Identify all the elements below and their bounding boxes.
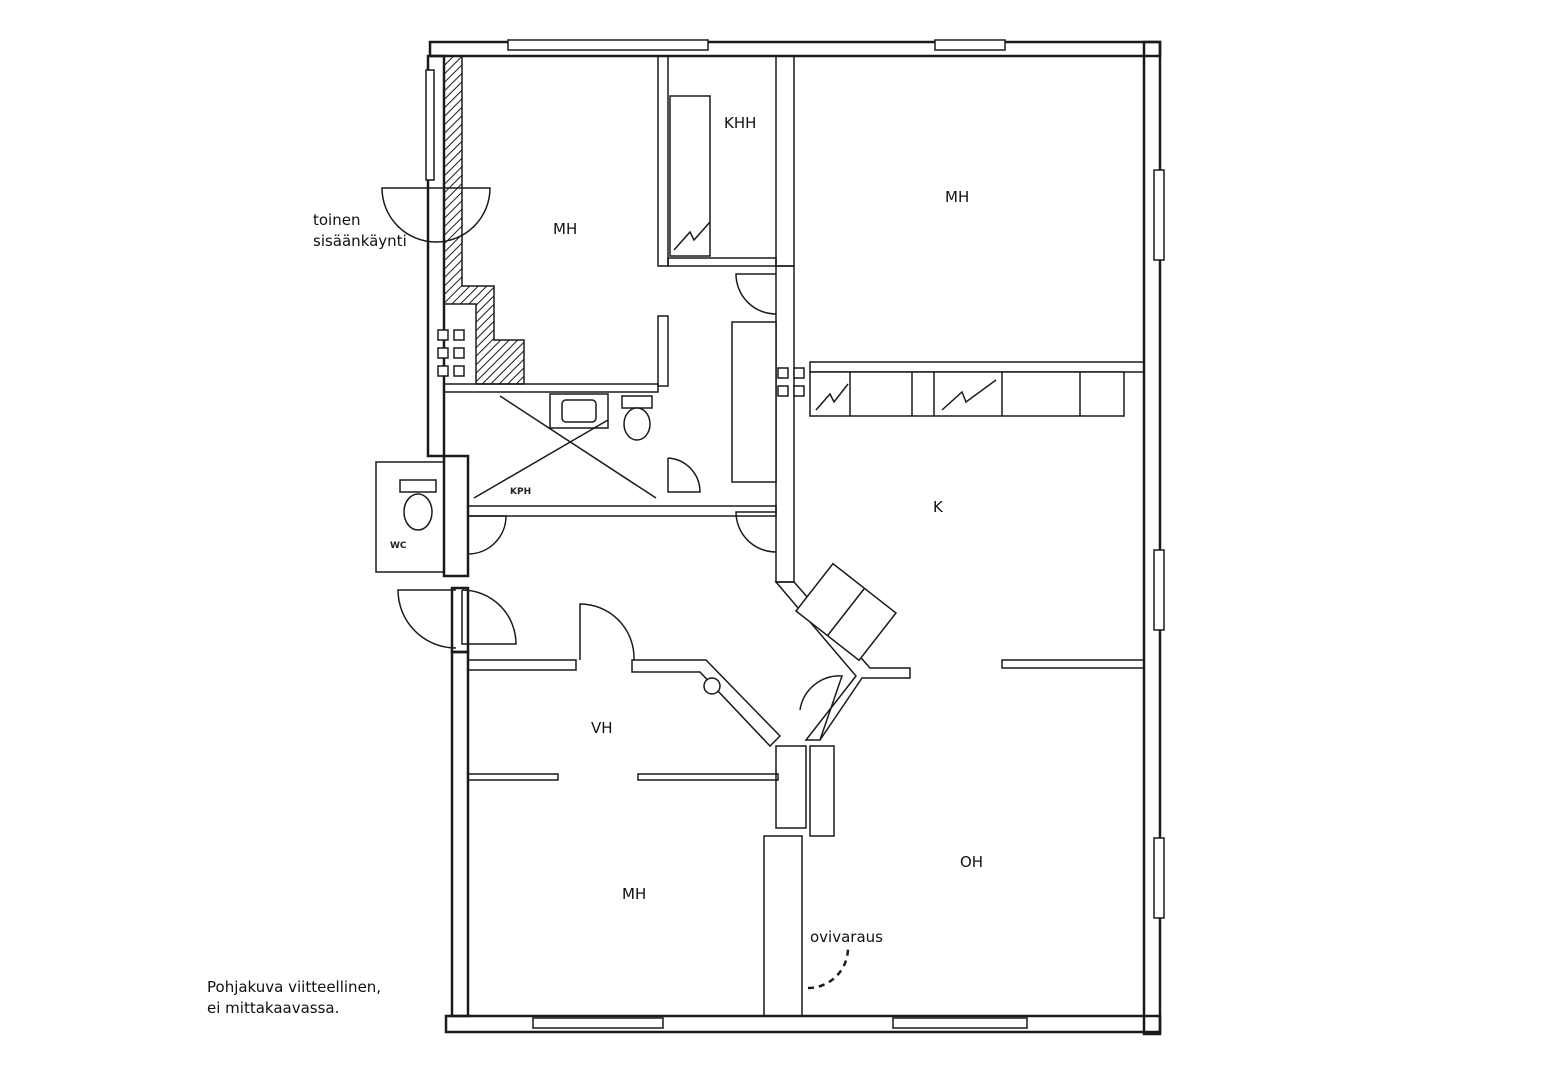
bottom-wall — [444, 1014, 1162, 1034]
kitchen-counters — [669, 95, 1125, 662]
window-right-3 — [1153, 837, 1165, 919]
door-reservation-note: ovivaraus — [810, 928, 883, 946]
sink-basin — [561, 399, 597, 423]
counter-zigzag-2 — [941, 379, 997, 411]
wall-corridor-right — [775, 265, 795, 583]
wall-mh-khh — [657, 55, 669, 267]
wall-mh-hall — [657, 315, 669, 387]
tile-10 — [793, 385, 805, 397]
tile-1 — [437, 329, 449, 341]
disclaimer-line2: ei mittakaavassa. — [207, 999, 339, 1017]
bathroom-fixtures: KPH WC — [375, 393, 657, 573]
wc-label: WC — [390, 541, 407, 551]
notes: toinen sisäänkäynti ovivaraus Pohjakuva … — [207, 211, 883, 1017]
window-left-1 — [425, 69, 435, 181]
door-bath — [667, 457, 701, 493]
tile-4 — [453, 347, 465, 359]
door-hall-kitchen — [735, 273, 777, 315]
tile-6 — [453, 365, 465, 377]
door-entrance-side-2 — [435, 187, 491, 243]
wc-tank — [399, 479, 437, 493]
windows — [425, 39, 1165, 1029]
room-label-khh: KHH — [724, 114, 756, 132]
hall-cabinet — [731, 321, 777, 483]
doors — [381, 187, 850, 990]
shower-diagonal-2 — [499, 395, 657, 499]
disclaimer-line1: Pohjakuva viitteellinen, — [207, 978, 381, 996]
window-bottom-2 — [892, 1017, 1028, 1029]
toilet-tank — [621, 395, 653, 409]
wall-hall-bottom-2 — [631, 659, 782, 748]
wc-box — [375, 461, 445, 573]
left-wall-lower — [450, 650, 470, 1018]
round-column — [703, 677, 721, 695]
room-label-mh-bottom: MH — [622, 885, 646, 903]
window-right-2 — [1153, 549, 1165, 631]
tile-9 — [777, 385, 789, 397]
counter-zigzag-1 — [815, 383, 849, 411]
interior-walls — [443, 55, 1145, 1017]
room-label-k: K — [933, 498, 944, 516]
window-top-1 — [507, 39, 709, 51]
wall-khh-bottom — [667, 257, 777, 267]
wall-bath-bottom — [467, 505, 777, 517]
door-reservation-arc — [807, 947, 850, 990]
wc-bowl — [403, 493, 433, 531]
central-column — [775, 745, 807, 829]
tile-3 — [437, 347, 449, 359]
entry-wall-upper — [442, 454, 470, 578]
entrance-note-line2: sisäänkäynti — [313, 232, 407, 250]
entry-wall-lower — [450, 586, 470, 654]
room-label-oh: OH — [960, 853, 983, 871]
room-labels: MH KHH MH K VH MH OH — [553, 114, 983, 903]
tile-2 — [453, 329, 465, 341]
stub-wall-left — [467, 773, 559, 781]
angled-unit — [794, 562, 898, 662]
room-label-vh: VH — [591, 719, 613, 737]
stub-wall-mid — [637, 773, 779, 781]
door-main-2 — [461, 589, 517, 645]
room-label-mh-top-left: MH — [553, 220, 577, 238]
door-main — [397, 589, 457, 649]
window-top-2 — [934, 39, 1006, 51]
door-oh-diag — [799, 675, 844, 741]
window-right-1 — [1153, 169, 1165, 261]
wall-mh-right-bottom — [809, 361, 1145, 373]
wall-mh-oh — [763, 835, 803, 1017]
khh-zigzag — [673, 221, 711, 251]
room-label-mh-top-right: MH — [945, 188, 969, 206]
tile-8 — [793, 367, 805, 379]
door-wc — [467, 515, 507, 555]
door-vh — [579, 603, 635, 661]
wall-bath-top — [443, 383, 659, 393]
column-right — [809, 745, 835, 837]
entrance-note-line1: toinen — [313, 211, 360, 229]
wall-hall-bottom — [467, 659, 577, 671]
toilet-bowl — [623, 407, 651, 441]
tile-7 — [777, 367, 789, 379]
right-wall — [1142, 40, 1162, 1036]
angled-unit-mid — [826, 587, 866, 637]
window-bottom-1 — [532, 1017, 664, 1029]
wall-khh-right — [775, 55, 795, 267]
kph-label: KPH — [510, 487, 531, 497]
hatched-wall — [443, 55, 525, 385]
door-entrance-side — [381, 187, 437, 243]
door-hall-k — [735, 511, 777, 553]
stub-wall-right — [1001, 659, 1145, 669]
shower-diagonal-1 — [473, 419, 609, 499]
column-tiles — [437, 329, 805, 695]
counter-top — [809, 371, 1125, 417]
tile-5 — [437, 365, 449, 377]
